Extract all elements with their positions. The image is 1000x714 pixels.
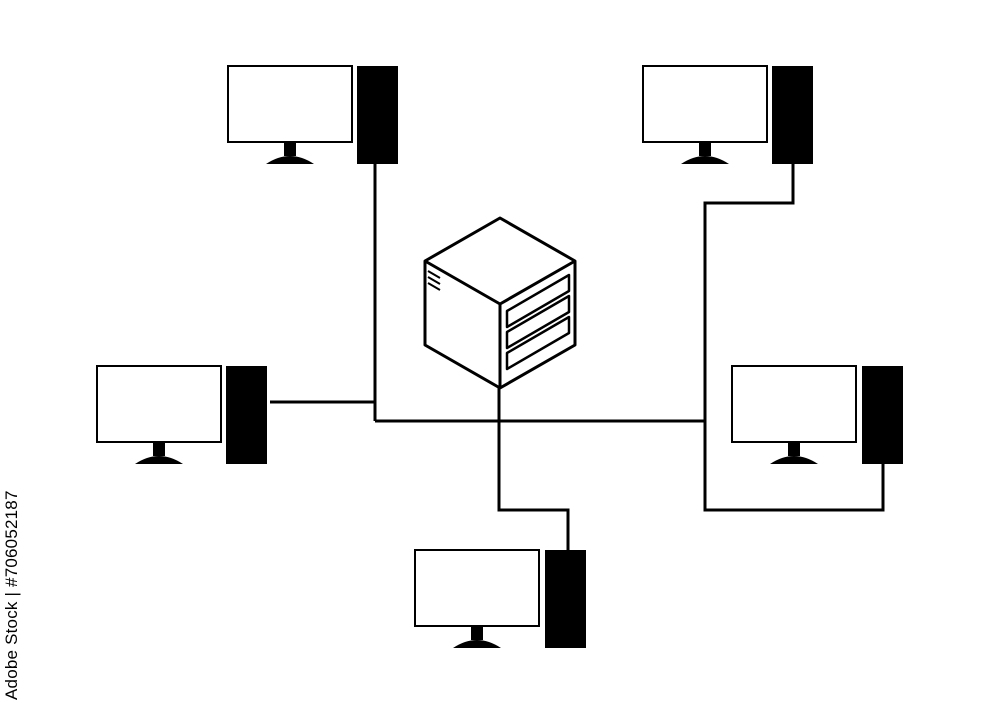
- monitor-base: [135, 456, 183, 464]
- link-server-bottom: [497, 388, 570, 550]
- monitor-neck: [153, 442, 165, 456]
- monitor-screen: [731, 365, 857, 443]
- monitor-screen: [642, 65, 768, 143]
- monitor-neck: [284, 142, 296, 156]
- workstation-right-icon: [731, 365, 903, 464]
- server-drive-bays: [505, 273, 571, 371]
- stock-id-watermark: Adobe Stock | #706052187: [2, 490, 21, 700]
- monitor-neck: [699, 142, 711, 156]
- monitor-base: [770, 456, 818, 464]
- workstation-bottom-icon: [414, 549, 586, 648]
- server-icon: [423, 216, 577, 390]
- monitor-base: [266, 156, 314, 164]
- pc-tower: [226, 366, 267, 464]
- monitor-neck: [788, 442, 800, 456]
- monitor-screen: [414, 549, 540, 627]
- workstation-left-icon: [96, 365, 267, 464]
- pc-tower: [545, 550, 586, 648]
- monitor-screen: [227, 65, 353, 143]
- connection-lines: [270, 164, 885, 550]
- monitor-screen: [96, 365, 222, 443]
- pc-tower: [357, 66, 398, 164]
- server-vent-lines: [427, 270, 441, 291]
- workstation-top-left-icon: [227, 65, 398, 164]
- monitor-base: [453, 640, 501, 648]
- monitor-neck: [471, 626, 483, 640]
- link-top-right: [703, 164, 885, 512]
- pc-tower: [862, 366, 903, 464]
- monitor-base: [681, 156, 729, 164]
- workstation-top-right-icon: [642, 65, 813, 164]
- pc-tower: [772, 66, 813, 164]
